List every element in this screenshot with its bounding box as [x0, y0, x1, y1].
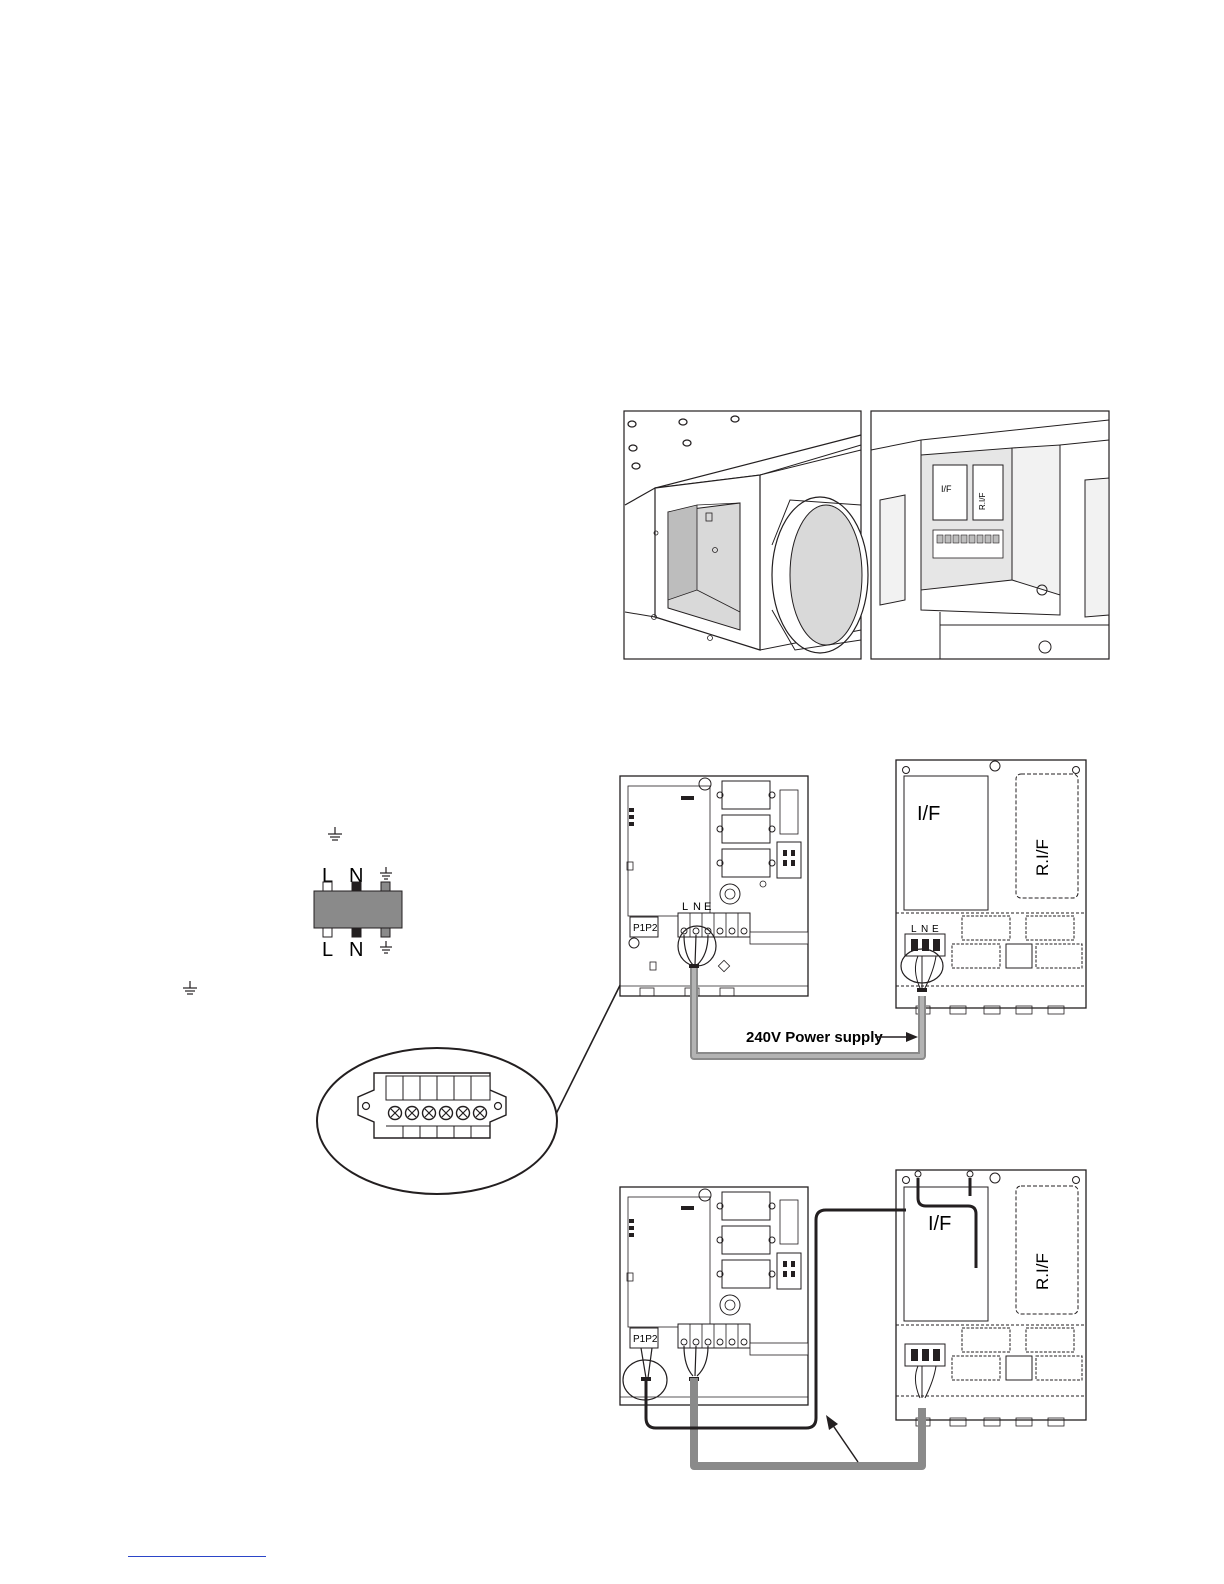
- earth-ground-icon: [328, 827, 342, 840]
- duct-access-box-illustration: [624, 411, 868, 659]
- rif-label-lower: R.I/F: [1033, 1253, 1052, 1290]
- terminal-zoom-callout: [317, 925, 650, 1194]
- terminal-label-n-bottom: N: [349, 939, 363, 961]
- p1p2-terminal-label-lower: P1P2: [633, 1334, 658, 1345]
- arrow-pointer-icon: [826, 1415, 858, 1462]
- earth-ground-icon: [380, 867, 392, 879]
- if-label-lower: I/F: [928, 1213, 951, 1235]
- pcb-terminal-n: N: [693, 901, 701, 913]
- indoor-pcb-panel-lower: P1P2: [620, 1187, 808, 1405]
- unit-terminal-e: E: [932, 924, 939, 935]
- mini-if-label: I/F: [941, 484, 952, 494]
- p1p2-terminal-label: P1P2: [633, 923, 658, 934]
- control-box-mounted-illustration: I/F R.I/F: [871, 411, 1109, 659]
- power-supply-label: 240V Power supply: [746, 1029, 883, 1046]
- earth-ground-icon: [183, 981, 197, 994]
- if-label: I/F: [917, 803, 940, 825]
- interface-unit-panel: I/F R.I/F L N E: [896, 760, 1086, 1014]
- pcb-terminal-l: L: [682, 901, 688, 913]
- terminal-strip-diagram: L N L N: [183, 827, 402, 994]
- unit-terminal-l: L: [911, 924, 917, 935]
- earth-ground-icon: [380, 941, 392, 953]
- indoor-pcb-panel: L N E P1P2: [620, 776, 808, 996]
- pcb-terminal-e: E: [704, 901, 711, 913]
- rif-label: R.I/F: [1033, 839, 1052, 876]
- mini-rif-label: R.I/F: [978, 493, 987, 510]
- interface-unit-panel-lower: I/F R.I/F: [896, 1170, 1086, 1426]
- unit-terminal-n: N: [921, 924, 928, 935]
- wiring-diagram-power-supply: L N E P1P2: [620, 760, 1086, 1056]
- wiring-diagram-p1p2-link: P1P2 I/F R.I/F: [620, 1170, 1086, 1466]
- terminal-label-l-bottom: L: [322, 939, 333, 961]
- footer-link-underline[interactable]: [128, 1556, 266, 1557]
